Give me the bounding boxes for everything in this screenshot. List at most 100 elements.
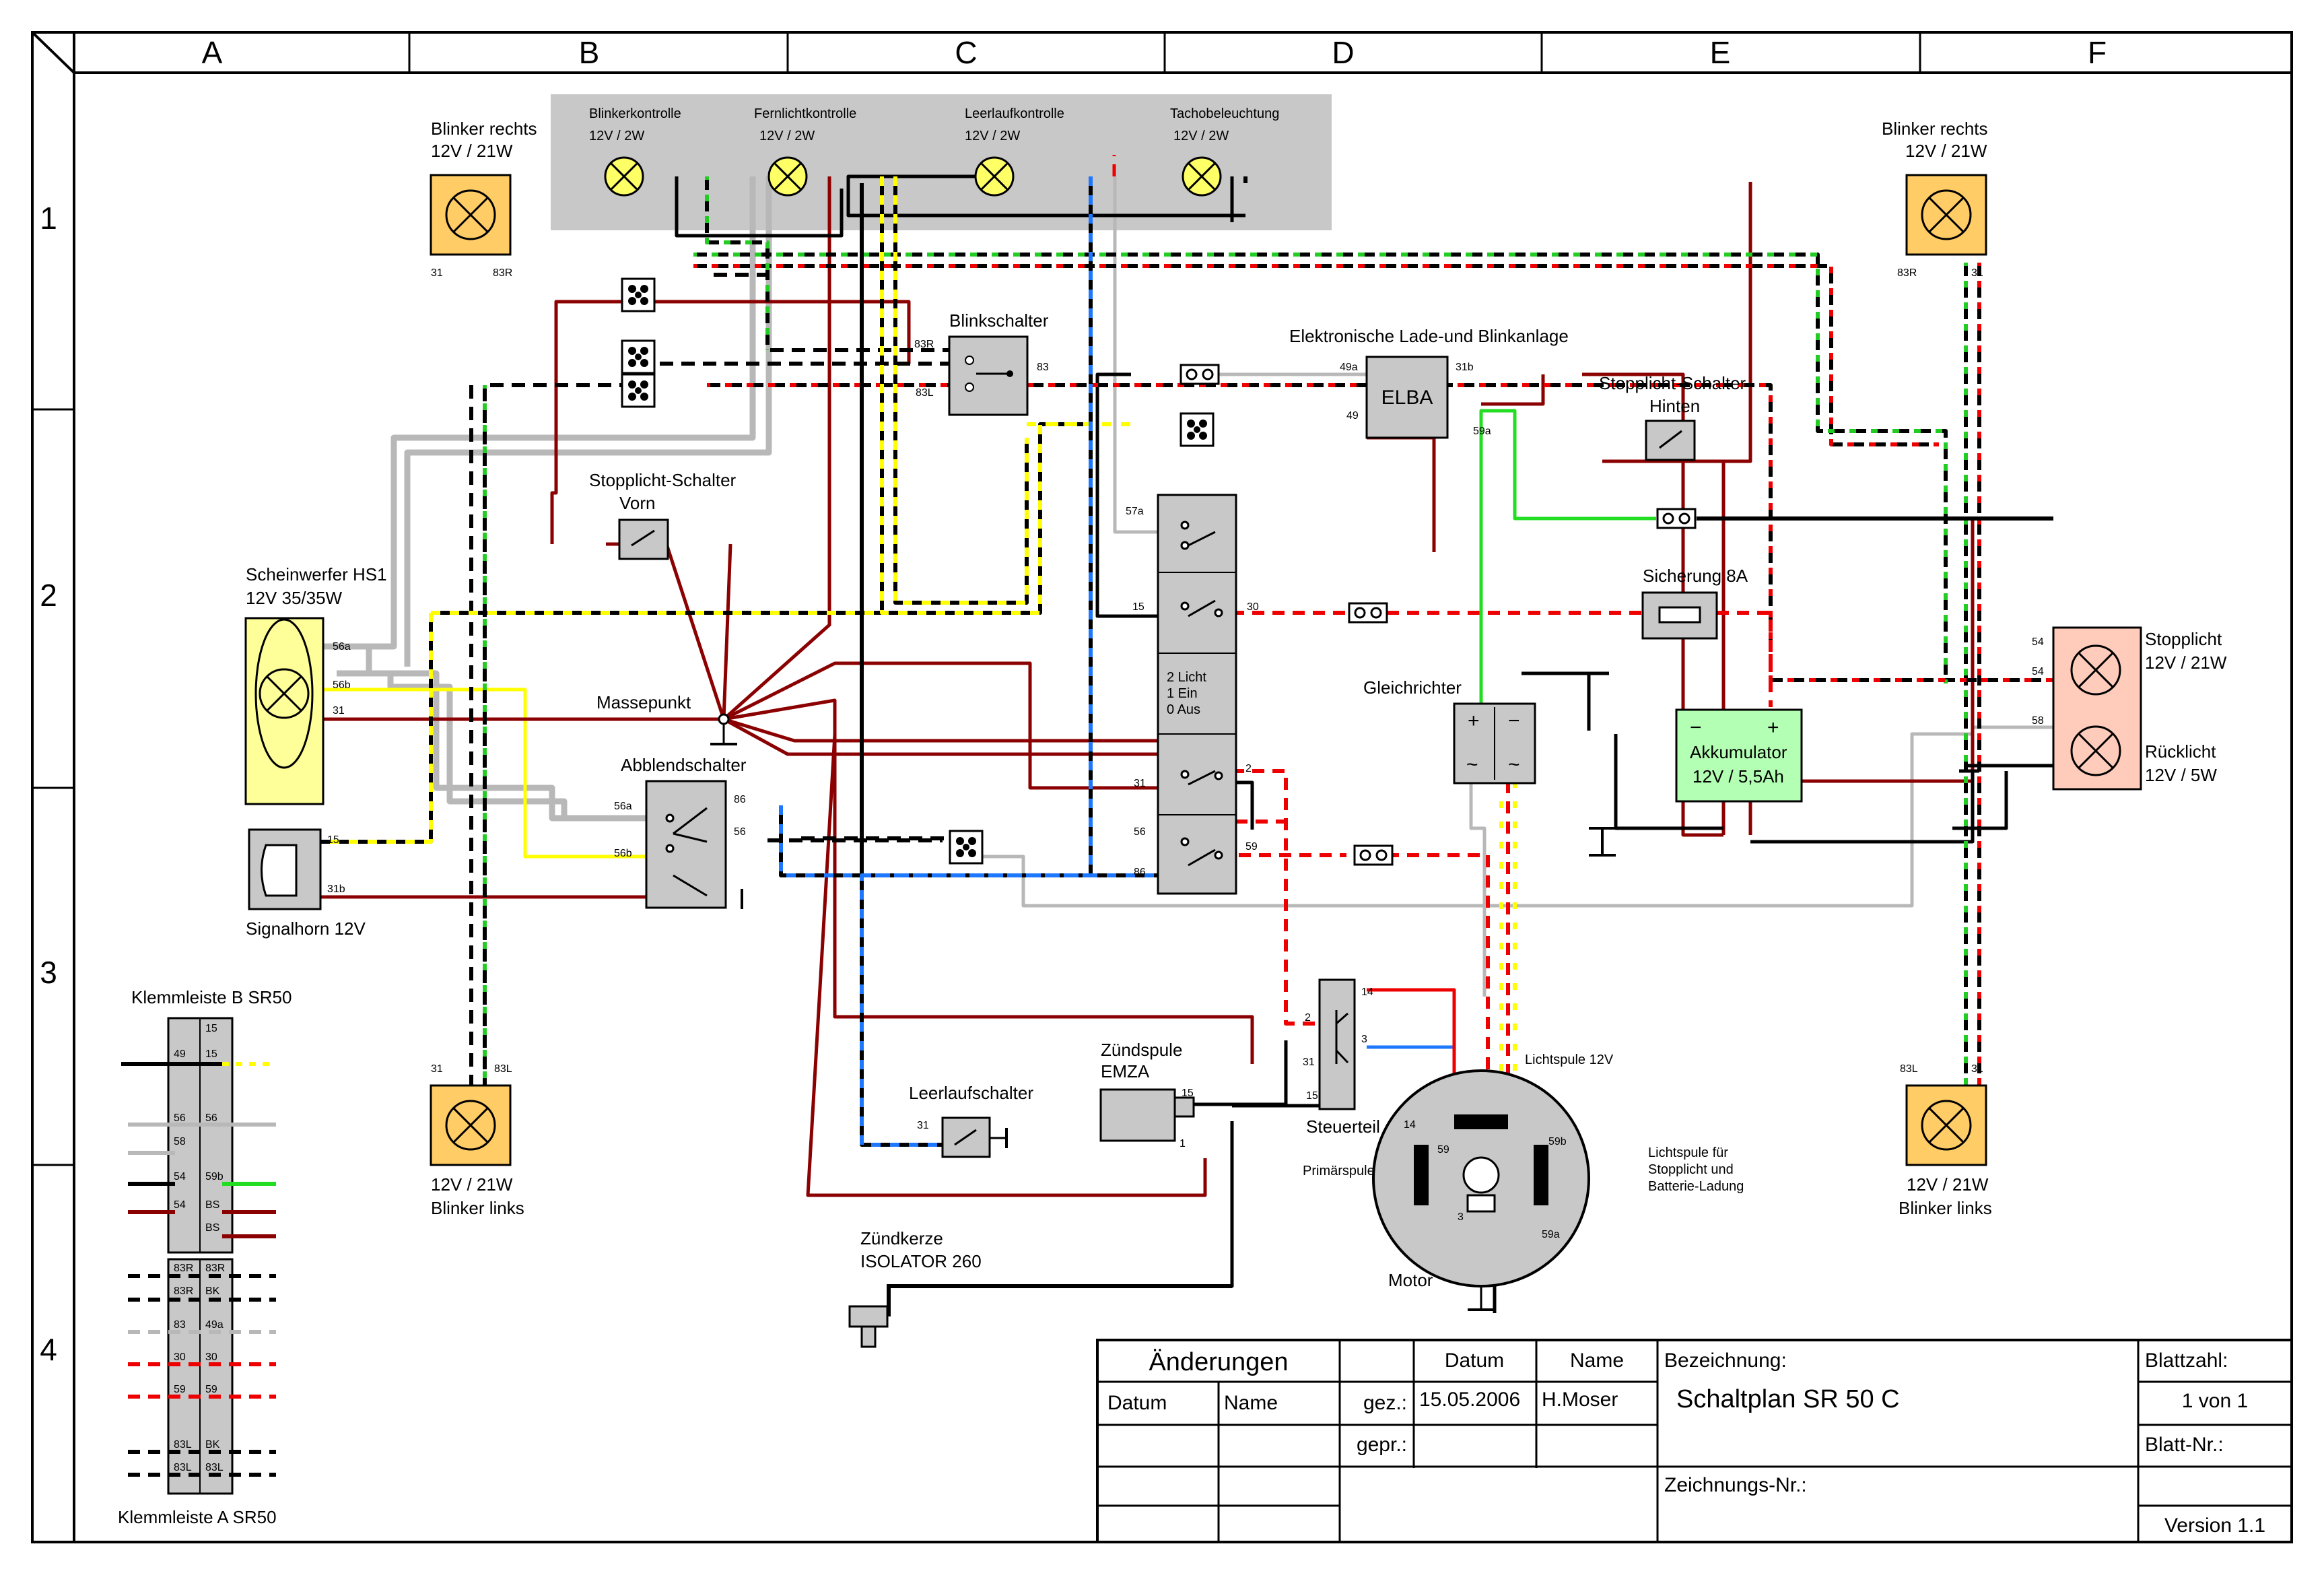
svg-text:+: + [1468, 710, 1480, 732]
svg-text:54: 54 [174, 1199, 186, 1211]
blinkerkontrolle-lamp: Blinkerkontrolle 12V / 2W [589, 106, 681, 197]
svg-text:Vorn: Vorn [619, 493, 656, 513]
svg-text:Gleichrichter: Gleichrichter [1363, 677, 1462, 698]
svg-text:83L: 83L [1900, 1063, 1918, 1075]
svg-text:Batterie-Ladung: Batterie-Ladung [1648, 1179, 1744, 1194]
svg-text:49a: 49a [1340, 362, 1358, 373]
svg-text:15: 15 [327, 834, 339, 846]
elba: Elektronische Lade-und Blinkanlage ELBA … [1289, 326, 1569, 439]
name-header: Name [1570, 1349, 1624, 1372]
row-labels: 1 2 3 4 [40, 201, 57, 1367]
svg-text:12V / 21W: 12V / 21W [431, 1174, 513, 1195]
steuerteil: 14 2 3 31 15 Steuerteil [1303, 978, 1380, 1137]
svg-text:12V / 2W: 12V / 2W [965, 129, 1020, 143]
svg-text:83L: 83L [174, 1439, 192, 1450]
svg-text:3: 3 [1458, 1211, 1464, 1223]
svg-text:Stopplicht: Stopplicht [2145, 629, 2222, 649]
svg-text:12V / 2W: 12V / 2W [1173, 129, 1229, 143]
svg-text:56: 56 [174, 1112, 186, 1124]
svg-text:59: 59 [1245, 841, 1258, 853]
svg-text:83R: 83R [914, 339, 934, 350]
svg-text:49: 49 [1346, 410, 1359, 422]
svg-text:3: 3 [1361, 1034, 1367, 1045]
datum-column: Datum [1107, 1392, 1167, 1414]
zuendspule: Zündspule EMZA 15 1 [1099, 1040, 1195, 1149]
svg-text:31: 31 [1134, 778, 1146, 789]
svg-text:Stopplicht-Schalter: Stopplicht-Schalter [1599, 373, 1746, 393]
svg-text:56: 56 [205, 1112, 217, 1124]
svg-text:1 Ein: 1 Ein [1167, 686, 1198, 701]
svg-text:83R: 83R [493, 267, 512, 279]
svg-text:−: − [1508, 710, 1520, 732]
column-label: D [1332, 35, 1354, 70]
svg-text:31: 31 [431, 267, 443, 279]
indicator-lamps: Blinkerkontrolle 12V / 2W Fernlichtkontr… [589, 106, 1279, 197]
akkumulator: − + Akkumulator 12V / 5,5Ah [1675, 708, 1803, 803]
column-label: B [579, 35, 600, 70]
version-label: Version 1.1 [2164, 1514, 2265, 1537]
svg-text:Blinker links: Blinker links [431, 1198, 524, 1218]
svg-text:Sicherung 8A: Sicherung 8A [1643, 566, 1748, 586]
svg-text:31: 31 [917, 1120, 929, 1131]
blatt-nr-label: Blatt-Nr.: [2145, 1434, 2224, 1456]
svg-text:BS: BS [205, 1222, 219, 1234]
svg-text:12V 35/35W: 12V 35/35W [246, 588, 343, 608]
title-block: Änderungen Datum Name Datum Name gez.: 1… [1096, 1339, 2293, 1543]
svg-text:58: 58 [2032, 715, 2044, 727]
row-label: 1 [40, 201, 57, 236]
ground-symbols [741, 827, 1616, 909]
blinker-links-front: 31 83L 12V / 21W Blinker links [430, 1063, 524, 1218]
abblendschalter: Abblendschalter 56a 56b 86 56 [614, 755, 747, 909]
bezeichnung-label: Bezeichnung: [1664, 1349, 1787, 1372]
svg-text:Leerlaufkontrolle: Leerlaufkontrolle [965, 106, 1064, 121]
column-label: E [1710, 35, 1731, 70]
svg-text:56: 56 [734, 826, 746, 838]
blinker-rechts-front: Blinker rechts 12V / 21W 31 83R [430, 119, 537, 279]
svg-text:ISOLATOR 260: ISOLATOR 260 [860, 1251, 982, 1271]
svg-text:Lichtspule 12V: Lichtspule 12V [1525, 1052, 1614, 1067]
svg-text:12V / 21W: 12V / 21W [1905, 141, 1987, 161]
svg-text:59: 59 [1437, 1144, 1449, 1156]
svg-text:Signalhorn 12V: Signalhorn 12V [246, 918, 366, 939]
svg-text:Scheinwerfer HS1: Scheinwerfer HS1 [246, 564, 387, 584]
svg-text:Klemmleiste A SR50: Klemmleiste A SR50 [118, 1507, 277, 1527]
svg-text:Blinker links: Blinker links [1899, 1198, 1992, 1218]
column-label: A [202, 35, 223, 70]
terminal-strip-a: 83R 83R 83R BK 83 49a 30 30 59 59 83L BK… [118, 1258, 277, 1527]
row-label: 3 [40, 955, 57, 990]
svg-text:Blinker rechts: Blinker rechts [431, 119, 537, 139]
blattzahl-label: Blattzahl: [2145, 1349, 2228, 1372]
svg-text:1: 1 [1180, 1138, 1186, 1149]
svg-text:Lichtspule für: Lichtspule für [1648, 1145, 1728, 1160]
svg-text:83R: 83R [205, 1263, 225, 1274]
svg-text:Stopplicht und: Stopplicht und [1648, 1162, 1734, 1177]
column-label: F [2088, 35, 2107, 70]
datum-header: Datum [1445, 1349, 1504, 1372]
row-label: 4 [40, 1332, 57, 1367]
svg-text:56a: 56a [333, 641, 351, 653]
gez-name: H.Moser [1542, 1389, 1618, 1411]
svg-text:83L: 83L [174, 1462, 192, 1473]
blattzahl-value: 1 von 1 [2182, 1390, 2248, 1412]
svg-text:15: 15 [1306, 1090, 1318, 1102]
stopplicht-schalter-hinten: Stopplicht-Schalter Hinten [1599, 373, 1746, 461]
svg-text:31: 31 [1971, 267, 1983, 279]
svg-text:31b: 31b [1456, 362, 1474, 373]
svg-text:Klemmleiste B SR50: Klemmleiste B SR50 [131, 987, 292, 1007]
signalhorn: 15 31b Signalhorn 12V [246, 828, 366, 939]
svg-text:54: 54 [2032, 666, 2044, 677]
svg-text:Zündspule: Zündspule [1101, 1040, 1182, 1060]
svg-text:31: 31 [1303, 1057, 1315, 1068]
svg-text:~: ~ [1466, 754, 1478, 776]
svg-text:Akkumulator: Akkumulator [1690, 742, 1787, 762]
leerlaufkontrolle-lamp: Leerlaufkontrolle 12V / 2W [965, 106, 1064, 197]
svg-text:Tachobeleuchtung: Tachobeleuchtung [1170, 106, 1279, 121]
svg-text:Blinker rechts: Blinker rechts [1882, 119, 1988, 139]
svg-text:30: 30 [1247, 601, 1259, 613]
svg-text:12V / 5,5Ah: 12V / 5,5Ah [1693, 766, 1784, 787]
svg-text:BK: BK [205, 1439, 220, 1450]
svg-text:Blinkschalter: Blinkschalter [949, 310, 1049, 331]
svg-text:14: 14 [1361, 987, 1373, 998]
svg-text:83R: 83R [174, 1285, 193, 1297]
column-label: C [955, 35, 977, 70]
